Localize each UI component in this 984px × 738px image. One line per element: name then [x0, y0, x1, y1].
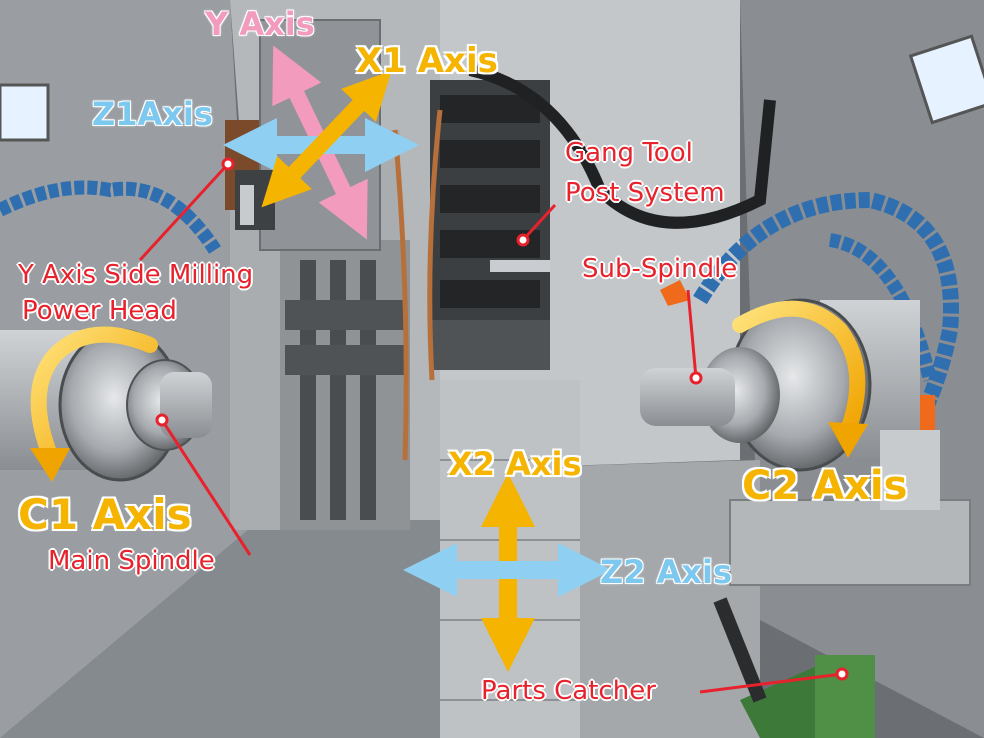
z2-axis-label: Z2 Axis: [600, 553, 733, 591]
gang-tool-label-line2: Post System: [565, 178, 725, 208]
x1-axis-label: X1 Axis: [356, 41, 498, 81]
z1-axis-label: Z1Axis: [92, 95, 213, 133]
main-spindle-label: Main Spindle: [48, 546, 215, 576]
sub-spindle-label: Sub-Spindle: [582, 254, 738, 284]
y-milling-head-label-line2: Power Head: [22, 296, 177, 326]
y-milling-head-label-line1: Y Axis Side Milling: [18, 260, 254, 290]
gang-tool-label-line1: Gang Tool: [565, 138, 693, 168]
y-axis-label: Y Axis: [205, 5, 315, 43]
c1-axis-label: C1 Axis: [18, 490, 192, 539]
x2-axis-label: X2 Axis: [448, 445, 582, 483]
c2-axis-label: C2 Axis: [742, 463, 908, 509]
parts-catcher-label: Parts Catcher: [481, 676, 656, 706]
